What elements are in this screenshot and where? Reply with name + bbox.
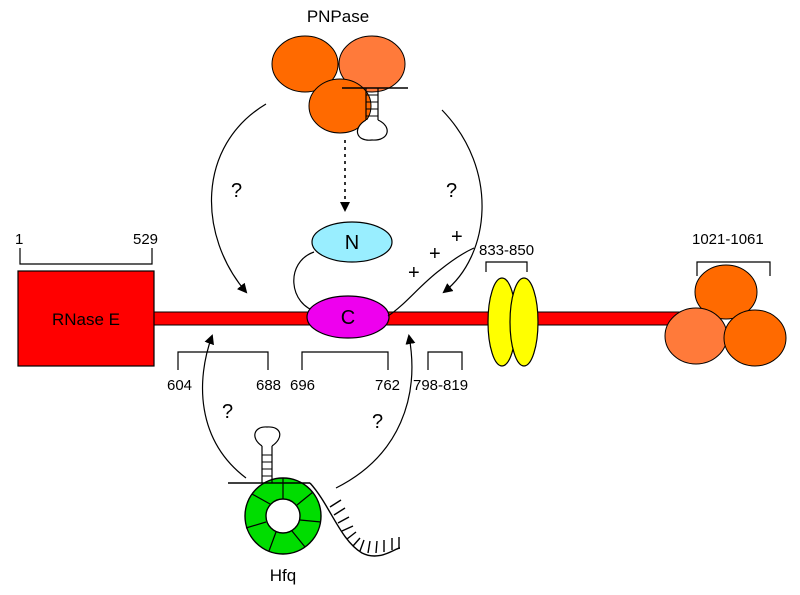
range-696-762-start: 696	[290, 377, 315, 394]
hfq-right-curved-arrow	[335, 334, 416, 489]
rnase-e-label: RNase E	[52, 310, 120, 329]
rnase-e-backbone	[149, 311, 691, 326]
pnpase-right-curved-arrow	[441, 109, 483, 294]
hfq-bound-rna-icon	[228, 426, 401, 557]
plus-sign-2: +	[429, 243, 441, 265]
range-604-688-start: 604	[167, 377, 192, 394]
domain-n	[311, 221, 393, 263]
range-604-688-end: 688	[256, 377, 281, 394]
range-798-819-label: 798-819	[413, 377, 468, 394]
plus-sign-1: +	[408, 262, 420, 284]
domain-n-label: N	[345, 232, 359, 254]
plus-sign-3: +	[451, 226, 463, 248]
membrane-anchor-right	[509, 277, 539, 367]
range-798-819-bracket	[427, 351, 463, 370]
pnpase-right-question-mark: ?	[446, 180, 457, 202]
domain-c-label: C	[341, 307, 355, 329]
hfq-right-question-mark: ?	[372, 411, 383, 433]
range-1-529-bracket	[19, 248, 153, 265]
pnpase-left-question-mark: ?	[231, 180, 242, 202]
hfq-left-curved-arrow	[201, 334, 247, 479]
range-696-762-end: 762	[375, 377, 400, 394]
range-1021-1061-bracket	[696, 261, 771, 276]
range-833-850-label: 833-850	[479, 242, 534, 259]
enolase-subunit-right	[723, 309, 787, 367]
range-1-529-end: 529	[133, 231, 158, 248]
pnpase-subunit-left	[271, 35, 339, 93]
pnpase-subunit-bottom	[308, 78, 372, 134]
pnpase-label: PNPase	[307, 7, 369, 26]
enolase-subunit-top	[694, 264, 758, 320]
domain-c	[306, 295, 390, 339]
range-833-850-bracket	[485, 261, 528, 272]
n-c-linker	[293, 251, 319, 313]
pnpase-bound-rna-icon	[342, 87, 408, 141]
range-696-762-bracket	[301, 351, 389, 370]
rnase-e-catalytic-box	[17, 270, 155, 367]
hfq-label: Hfq	[270, 566, 296, 585]
pnpase-left-curved-arrow	[210, 103, 267, 294]
pnpase-complex	[271, 35, 408, 141]
pnpase-subunit-right	[338, 35, 406, 93]
charged-segment-line	[387, 247, 475, 317]
range-604-688-bracket	[177, 351, 269, 370]
range-1021-1061-label: 1021-1061	[692, 231, 764, 248]
range-1-529-start: 1	[15, 231, 23, 248]
hfq-ring-dividers	[245, 478, 322, 552]
hfq-ring-inner	[265, 498, 301, 534]
enolase-subunit-left	[664, 307, 728, 365]
hfq-ring	[244, 477, 322, 555]
hfq-left-question-mark: ?	[222, 401, 233, 423]
